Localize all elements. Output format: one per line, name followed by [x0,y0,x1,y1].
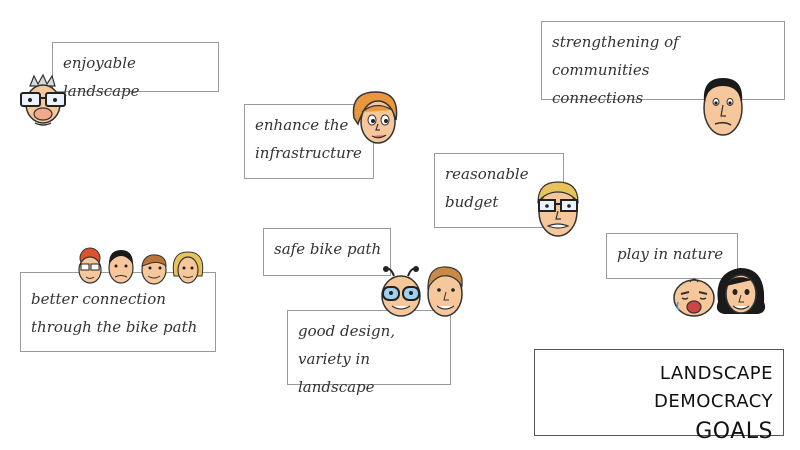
statement-line1: better connection [31,290,166,308]
statement-line2: connections [552,89,644,107]
statement-line1: strengthening of communities [552,33,679,79]
businessman-face-icon [703,78,743,136]
crying-baby-face-icon [673,278,715,317]
kid-face-icon [381,266,421,317]
statement-play-in-nature: play in nature [606,233,738,279]
statement-communities-connections: strengthening of communities connections [541,21,785,107]
statement-good-design: good design, variety in landscape [287,310,451,396]
statement-enjoyable-landscape: enjoyable landscape [52,42,219,100]
title-line-2: GOALS [695,419,773,444]
man-glasses-face-icon [537,181,579,237]
group-faces-icon [78,247,204,285]
grandpa-face-icon [20,73,66,126]
statement-line1: reasonable [445,165,529,183]
girl-face-icon [716,268,766,314]
statement-text: play in nature [617,245,724,263]
statement-text: enjoyable landscape [63,54,140,100]
statement-line2: budget [445,193,499,211]
woman-face-icon [352,91,398,144]
statement-line2: through the bike path [31,318,198,336]
statement-text: safe bike path [274,240,382,258]
statement-line2: variety in landscape [298,350,375,396]
statement-better-connection: better connection through the bike path [20,272,216,352]
statement-line1: good design, [298,322,396,340]
statement-line1: enhance the [255,116,349,134]
statement-safe-bike-path: safe bike path [263,228,391,276]
man-face-icon [427,266,463,317]
title-line-1: LANDSCAPE DEMOCRACY [653,363,773,412]
statement-enhance-infrastructure: enhance the infrastructure [244,104,374,179]
statement-line2: infrastructure [255,144,362,162]
title-box: LANDSCAPE DEMOCRACY GOALS [534,349,784,444]
